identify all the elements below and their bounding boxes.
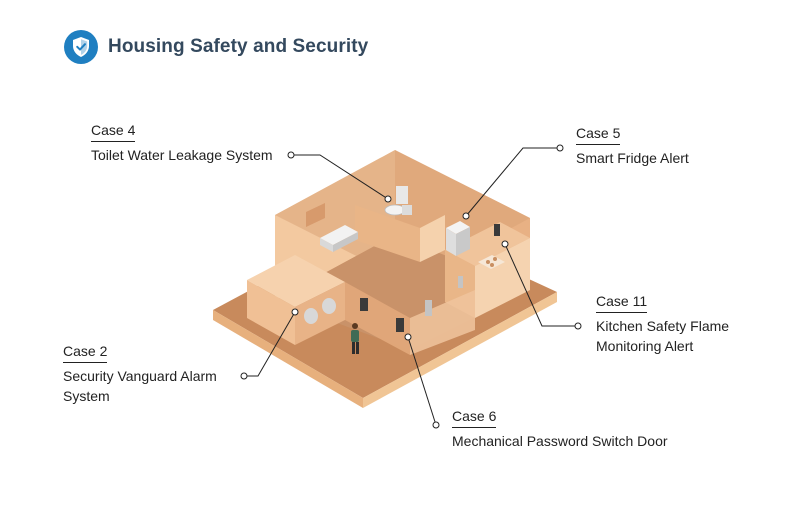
endpoint-case6-label: [432, 421, 440, 429]
stove: [478, 255, 505, 269]
case-5-description: Smart Fridge Alert: [576, 150, 689, 166]
endpoint-case11-label: [574, 322, 582, 330]
leader-lines: [244, 147, 578, 426]
endpoint-case2-target: [291, 308, 299, 316]
case-11-description: Kitchen Safety Flame Monitoring Alert: [596, 318, 730, 354]
front-room: [247, 255, 345, 345]
diagram-header: Housing Safety and Security: [64, 30, 368, 64]
endpoint-case2-label: [240, 372, 248, 380]
endpoint-case11-target: [501, 240, 509, 248]
page-title: Housing Safety and Security: [108, 36, 369, 57]
case-6-label: Case 6: [452, 408, 497, 428]
fridge: [446, 221, 470, 256]
leader-case4: [291, 154, 389, 200]
endpoint-case4-target: [384, 195, 392, 203]
person-figure: [351, 323, 359, 354]
leader-case6: [407, 336, 437, 426]
leader-case5: [465, 147, 560, 217]
case-4-description: Toilet Water Leakage System: [91, 147, 273, 163]
shield-check-icon: [64, 30, 98, 64]
wall-panels: [306, 203, 500, 332]
leader-case11: [504, 243, 578, 327]
case-11-label: Case 11: [596, 293, 648, 313]
case-2-label: Case 2: [63, 343, 108, 363]
case-2-description: Security Vanguard Alarm System: [63, 368, 217, 404]
endpoint-case6-target: [404, 333, 412, 341]
bathtub: [320, 225, 358, 252]
leader-case2: [244, 311, 296, 377]
case-4-label: Case 4: [91, 122, 136, 142]
endpoint-case4-label: [287, 151, 295, 159]
toilet: [384, 186, 412, 216]
security-sensors: [304, 298, 336, 324]
endpoint-case5-label: [556, 144, 564, 152]
endpoint-case5-target: [462, 212, 470, 220]
case-6-description: Mechanical Password Switch Door: [452, 433, 668, 449]
partition-wall: [355, 205, 445, 262]
case-5-label: Case 5: [576, 125, 621, 145]
leader-endpoints: [240, 144, 582, 429]
